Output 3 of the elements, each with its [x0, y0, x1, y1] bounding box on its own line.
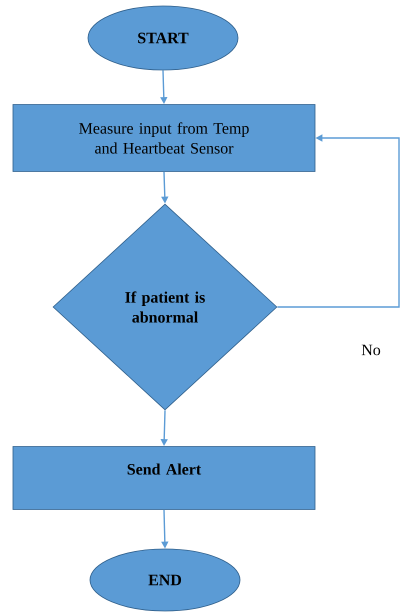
edge-label: No [360, 344, 382, 356]
process-box: Measure input from Temp and Heartbeat Sensor [12, 104, 316, 172]
process-box: Send Alert [12, 446, 316, 510]
